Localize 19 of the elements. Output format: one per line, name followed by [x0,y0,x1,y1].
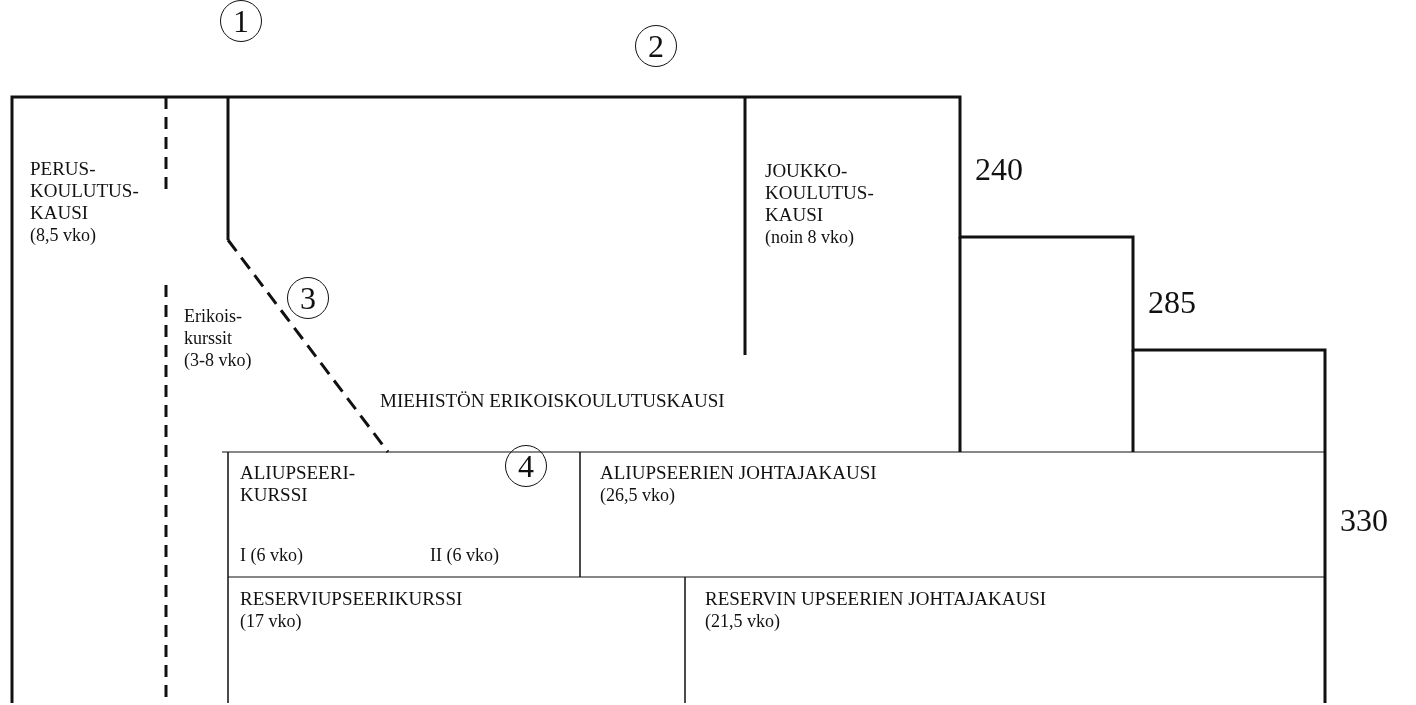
period-title: JOUKKO-KOULUTUS-KAUSI [765,160,875,226]
period-title: RESERVIN UPSEERIEN JOHTAJAKAUSI [705,588,1048,610]
value-label: 330 [1340,503,1388,537]
period-title: Erikois-kurssit [184,305,243,349]
period-title: ALIUPSEERIEN JOHTAJAKAUSI [600,462,878,484]
value-label: 285 [1148,285,1196,319]
sub-course-duration: I (6 vko) [240,544,303,566]
value-label: 240 [975,152,1023,186]
sub-course-duration: II (6 vko) [430,544,499,566]
period-title: MIEHISTÖN ERIKOISKOULUTUSKAUSI [380,390,726,412]
duration-text: (17 vko) [240,610,303,632]
duration-text: (21,5 vko) [705,610,781,632]
duration-text: (noin 8 vko) [765,226,855,248]
period-title: ALIUPSEERI-KURSSI [240,462,357,506]
period-title: RESERVIUPSEERIKURSSI [240,588,464,610]
duration-text: (26,5 vko) [600,484,676,506]
duration-text: (3-8 vko) [184,349,253,371]
period-title: PERUS-KOULUTUS-KAUSI [30,158,140,224]
duration-text: (8,5 vko) [30,224,97,246]
